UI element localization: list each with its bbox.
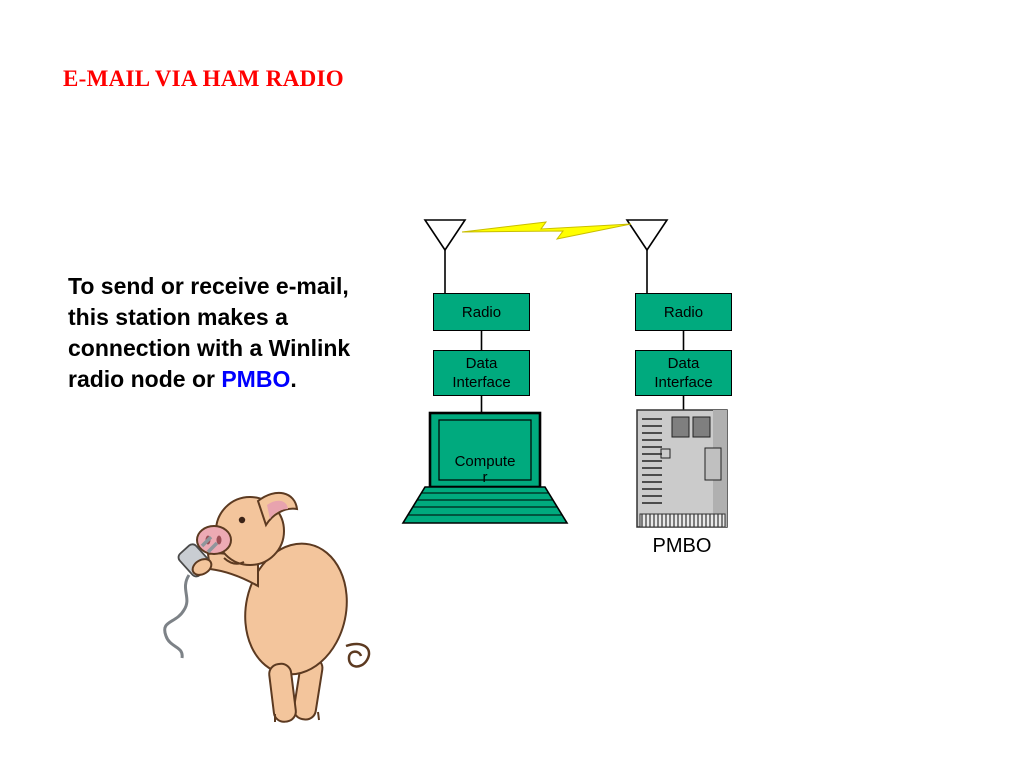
body-text: To send or receive e-mail, this station … xyxy=(68,271,350,395)
laptop-screen xyxy=(428,411,542,489)
antenna-icon xyxy=(423,219,467,293)
pig-tail xyxy=(345,642,371,668)
radio-box-left: Radio xyxy=(433,293,530,331)
body-line-2: this station makes a xyxy=(68,304,288,330)
data-interface-left-line2: Interface xyxy=(452,374,511,391)
pig-with-plug-illustration xyxy=(163,491,371,723)
page-title: E-MAIL VIA HAM RADIO xyxy=(63,66,344,91)
tower-computer-icon xyxy=(636,409,728,528)
radio-box-right: Radio xyxy=(635,293,732,331)
data-interface-left-line1: Data xyxy=(465,355,498,372)
pig-mouth xyxy=(223,557,245,565)
pig-ear-inner xyxy=(267,500,288,519)
computer-label-line2: r xyxy=(482,469,488,486)
body-line-1: To send or receive e-mail, xyxy=(68,273,349,299)
body-line-4: radio node or PMBO. xyxy=(68,366,297,392)
antenna-icon xyxy=(625,219,669,293)
pig-snout xyxy=(196,525,232,555)
diagram-graphics xyxy=(401,219,728,528)
laptop-screen-inner xyxy=(438,419,532,481)
radio-box-right-label: Radio xyxy=(663,303,704,321)
pig-leg-front xyxy=(268,662,297,723)
computer-label-line1: Compute xyxy=(454,453,516,470)
data-interface-right-line2: Interface xyxy=(654,374,713,391)
computer-label: Compute r xyxy=(432,454,538,486)
pig-front-hoof xyxy=(191,558,213,576)
plug-prongs xyxy=(200,535,219,554)
body-line-4-prefix: radio node or xyxy=(68,366,222,392)
laptop-keyboard xyxy=(401,486,569,524)
data-interface-right-line1: Data xyxy=(667,355,700,372)
pmbo-term: PMBO xyxy=(221,366,291,392)
plug-cord xyxy=(163,574,191,659)
data-interface-box-right: Data Interface xyxy=(635,350,732,396)
pig-nostril xyxy=(216,535,222,545)
pmbo-label: PMBO xyxy=(652,535,712,557)
body-line-4-suffix: . xyxy=(290,366,297,392)
radio-box-left-label: Radio xyxy=(461,303,502,321)
ham-radio-diagram: Radio Data Interface Radio Data Interfac… xyxy=(400,205,745,565)
data-interface-box-left: Data Interface xyxy=(433,350,530,396)
lightning-bolt-icon xyxy=(461,221,632,240)
body-line-3: connection with a Winlink xyxy=(68,335,351,361)
laptop-icon xyxy=(401,411,569,524)
pig-eye xyxy=(238,516,246,524)
